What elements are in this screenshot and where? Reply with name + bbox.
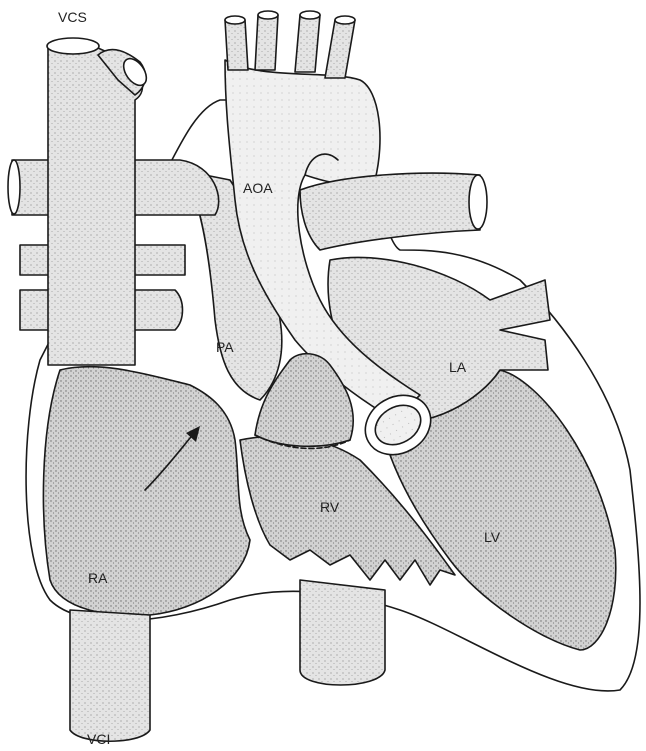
label-rv: RV [320, 499, 340, 515]
svc-lumen [47, 38, 99, 54]
right-pulmonary-artery [300, 173, 480, 250]
great-vessel-4 [325, 20, 355, 78]
right-atrium [43, 367, 250, 616]
superior-vena-cava [48, 48, 142, 365]
vessel-1-lumen [225, 16, 245, 24]
label-vci: VCI [87, 731, 110, 747]
descending-vessel [300, 580, 385, 685]
vessel-3-lumen [300, 11, 320, 19]
label-aoa: AOA [243, 180, 273, 196]
label-ra: RA [88, 570, 108, 586]
great-vessel-1 [225, 20, 248, 70]
label-lv: LV [484, 529, 501, 545]
great-vessel-3 [295, 15, 320, 72]
label-pa: PA [216, 339, 234, 355]
vessel-2-lumen [258, 11, 278, 19]
label-la: LA [449, 359, 467, 375]
label-vcs: VCS [58, 9, 87, 25]
right-pa-lumen [469, 175, 487, 229]
vessel-4-lumen [335, 16, 355, 24]
inferior-vena-cava [70, 610, 150, 741]
left-vessel-lumen [8, 160, 20, 214]
great-vessel-2 [255, 15, 278, 70]
